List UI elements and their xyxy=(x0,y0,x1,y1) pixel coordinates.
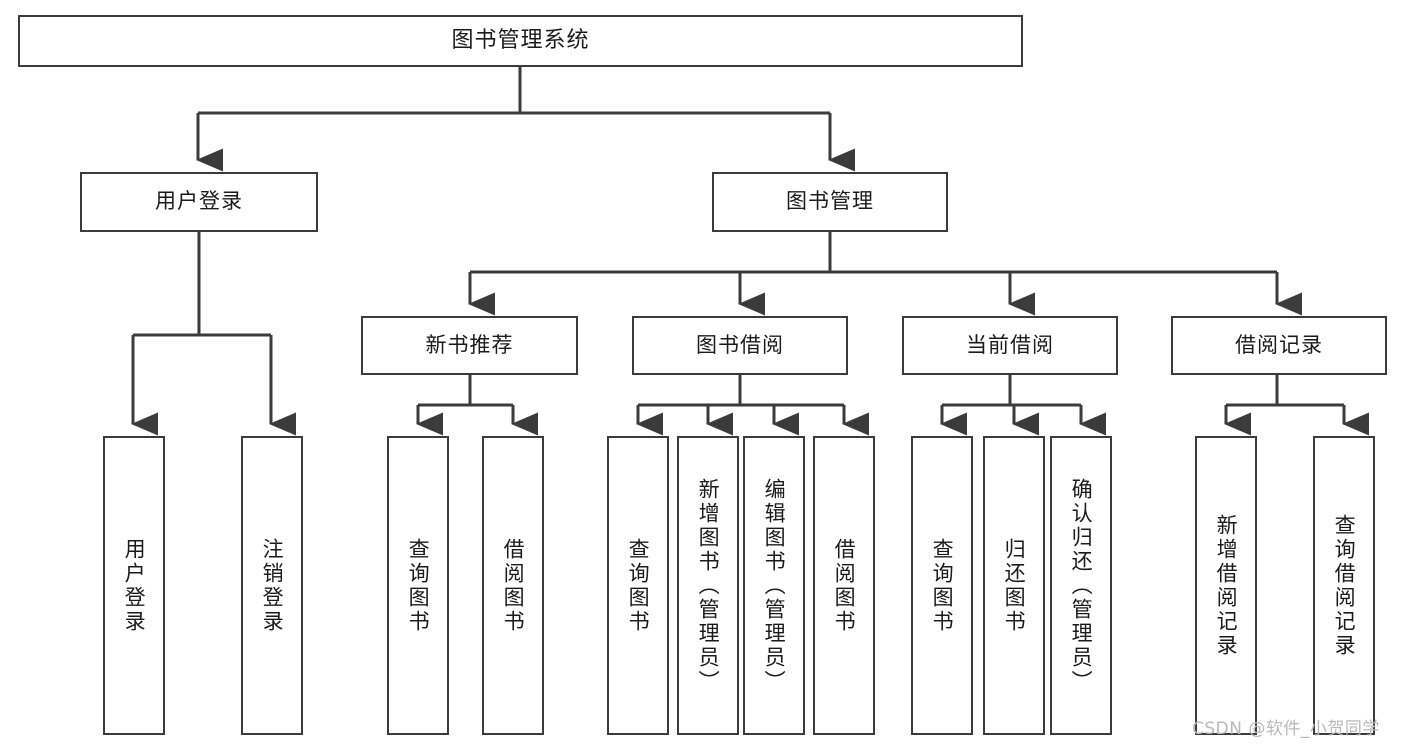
leaf-confirm-return-admin-label: 确认归还（管理员） xyxy=(1069,477,1094,694)
leaf-query-book-borrow[interactable]: 查询图书 xyxy=(607,436,669,735)
leaf-query-book-current[interactable]: 查询图书 xyxy=(911,436,973,735)
leaf-edit-book-admin-label: 编辑图书（管理员） xyxy=(762,477,787,694)
node-borrow-records[interactable]: 借阅记录 xyxy=(1171,316,1387,375)
leaf-query-borrow-record-label: 查询借阅记录 xyxy=(1332,513,1357,658)
leaf-add-book-admin[interactable]: 新增图书（管理员） xyxy=(677,436,739,735)
node-user-login-label: 用户登录 xyxy=(155,189,243,214)
leaf-confirm-return-admin[interactable]: 确认归还（管理员） xyxy=(1050,436,1112,735)
leaf-logout[interactable]: 注销登录 xyxy=(241,436,303,735)
node-book-borrow-label: 图书借阅 xyxy=(696,332,784,357)
leaf-user-login[interactable]: 用户登录 xyxy=(103,436,165,735)
leaf-query-book-borrow-label: 查询图书 xyxy=(626,537,651,634)
node-root-label: 图书管理系统 xyxy=(451,27,590,53)
node-root[interactable]: 图书管理系统 xyxy=(18,15,1023,67)
leaf-user-login-label: 用户登录 xyxy=(122,537,147,634)
node-current-borrow[interactable]: 当前借阅 xyxy=(902,316,1118,375)
leaf-query-book-recommend-label: 查询图书 xyxy=(406,537,431,634)
leaf-query-book-current-label: 查询图书 xyxy=(930,537,955,634)
node-new-book-recommend-label: 新书推荐 xyxy=(425,332,514,357)
leaf-edit-book-admin[interactable]: 编辑图书（管理员） xyxy=(743,436,805,735)
leaf-borrow-book-recommend-label: 借阅图书 xyxy=(501,537,526,634)
node-user-login[interactable]: 用户登录 xyxy=(80,172,318,232)
leaf-return-book-label: 归还图书 xyxy=(1002,537,1027,634)
node-book-management[interactable]: 图书管理 xyxy=(712,172,948,232)
leaf-borrow-book-recommend[interactable]: 借阅图书 xyxy=(482,436,544,735)
leaf-add-borrow-record-label: 新增借阅记录 xyxy=(1214,513,1239,658)
watermark: CSDN @软件_小贺同学 xyxy=(1192,719,1380,739)
leaf-add-borrow-record[interactable]: 新增借阅记录 xyxy=(1195,436,1257,735)
leaf-query-book-recommend[interactable]: 查询图书 xyxy=(387,436,449,735)
leaf-borrow-book-label: 借阅图书 xyxy=(832,537,857,634)
leaf-borrow-book[interactable]: 借阅图书 xyxy=(813,436,875,735)
node-new-book-recommend[interactable]: 新书推荐 xyxy=(361,316,578,375)
leaf-add-book-admin-label: 新增图书（管理员） xyxy=(696,477,721,694)
node-borrow-records-label: 借阅记录 xyxy=(1235,332,1323,357)
leaf-query-borrow-record[interactable]: 查询借阅记录 xyxy=(1313,436,1375,735)
leaf-logout-label: 注销登录 xyxy=(260,537,285,634)
node-book-management-label: 图书管理 xyxy=(786,189,874,214)
leaf-return-book[interactable]: 归还图书 xyxy=(983,436,1045,735)
node-current-borrow-label: 当前借阅 xyxy=(966,332,1054,357)
node-book-borrow[interactable]: 图书借阅 xyxy=(632,316,848,375)
